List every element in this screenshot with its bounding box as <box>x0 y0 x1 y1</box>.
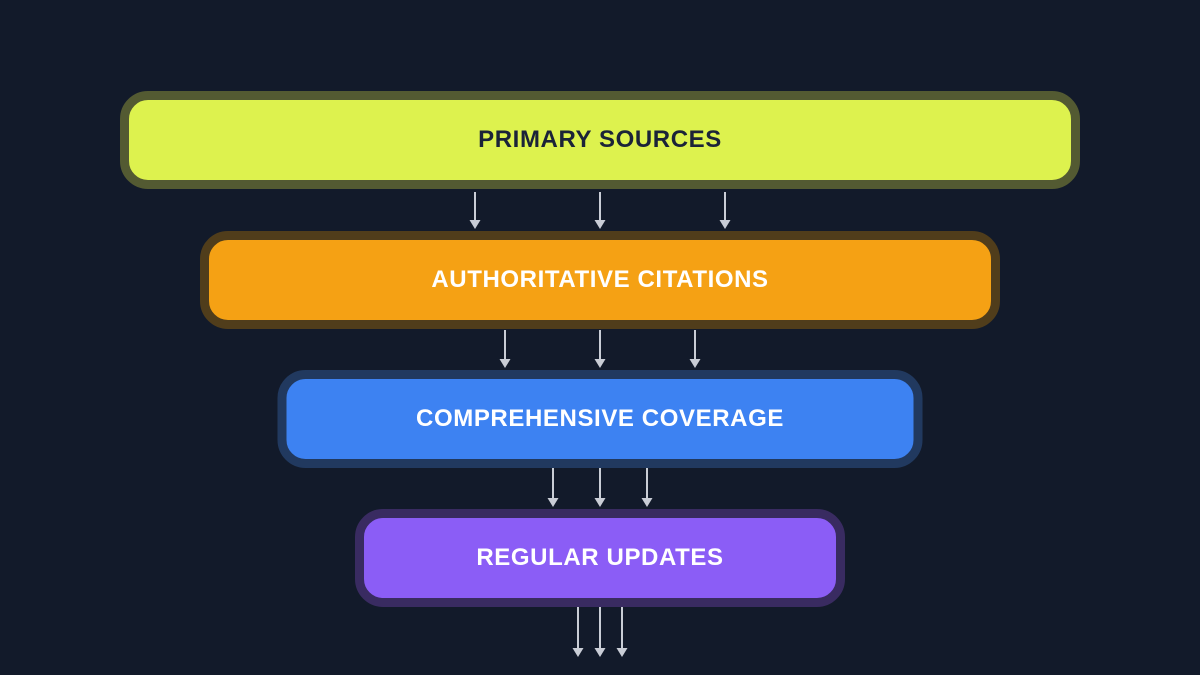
funnel-level-2: AUTHORITATIVE CITATIONS <box>200 231 1000 329</box>
funnel-level-1: PRIMARY SOURCES <box>120 91 1080 189</box>
funnel-level-2-label: AUTHORITATIVE CITATIONS <box>431 266 769 293</box>
funnel-level-4: REGULAR UPDATES <box>355 509 845 607</box>
funnel-level-3: COMPREHENSIVE COVERAGE <box>277 370 923 468</box>
funnel-level-3-label: COMPREHENSIVE COVERAGE <box>416 405 784 432</box>
funnel-level-4-label: REGULAR UPDATES <box>476 544 724 571</box>
funnel-level-1-label: PRIMARY SOURCES <box>478 126 722 153</box>
